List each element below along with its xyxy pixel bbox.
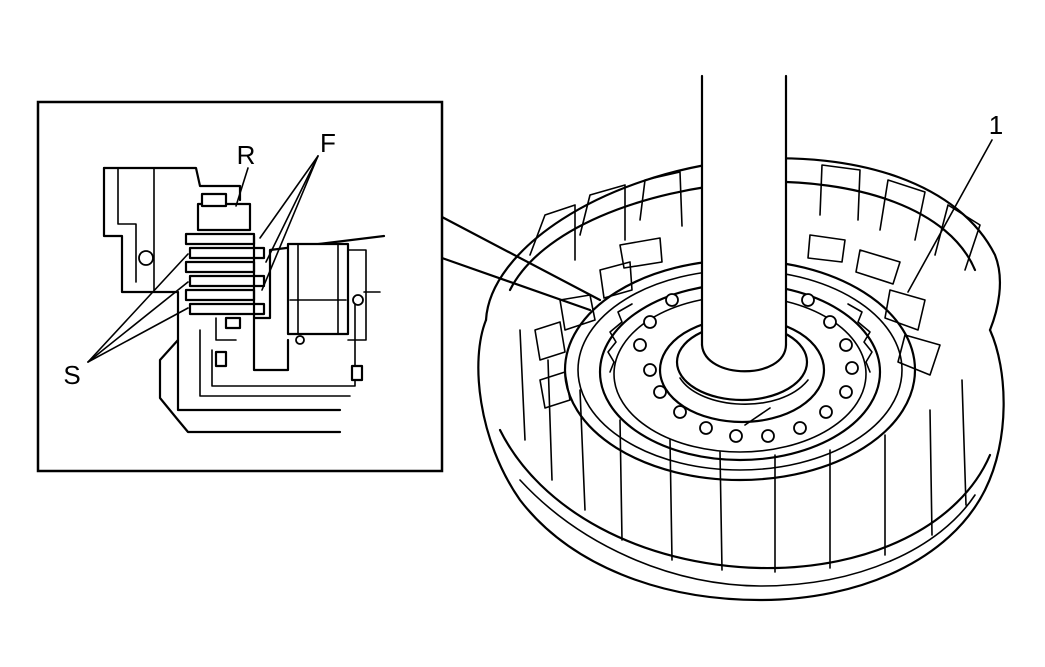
leader-1	[907, 139, 993, 293]
zoom-lines	[440, 215, 602, 312]
tool-shaft	[700, 74, 788, 373]
callout-r: R	[237, 140, 256, 170]
callout-1: 1	[989, 110, 1003, 140]
callout-f: F	[320, 128, 336, 158]
detail-inset	[36, 100, 444, 473]
piston-holes	[633, 293, 859, 443]
callout-s: S	[63, 360, 80, 390]
